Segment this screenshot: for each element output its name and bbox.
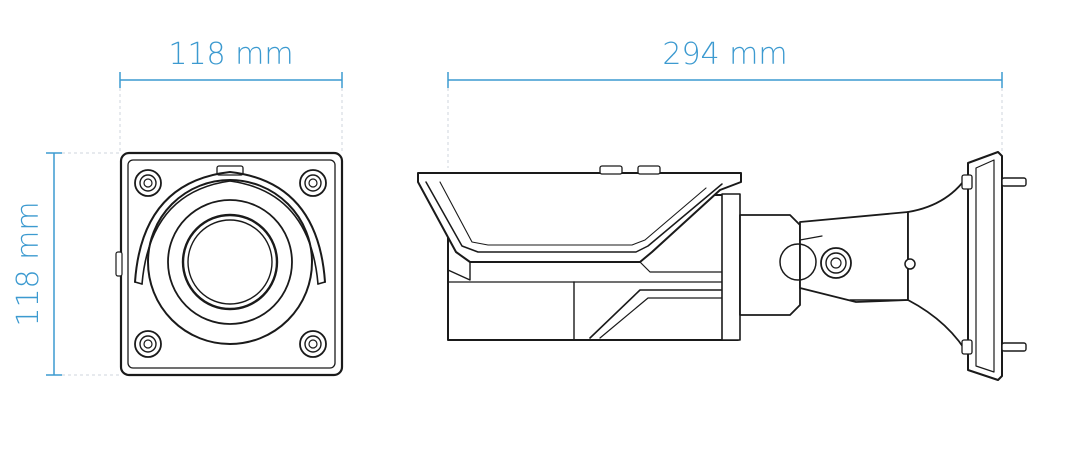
mount-joint <box>779 211 909 303</box>
extension-lines <box>62 88 1003 376</box>
screw-icon <box>134 330 162 358</box>
dimension-lines: 118 mm 294 mm 118 mm <box>11 37 1003 376</box>
side-length-label: 294 mm <box>662 37 787 72</box>
screw-icon <box>299 330 327 358</box>
side-sunshield <box>417 172 742 263</box>
front-height-label: 118 mm <box>11 201 46 326</box>
corner-screws <box>134 169 327 358</box>
screw-icon <box>134 169 162 197</box>
camera-front-view <box>115 151 344 377</box>
camera-side-view <box>417 151 1027 381</box>
screw-icon <box>299 169 327 197</box>
lens-assembly <box>147 179 313 345</box>
side-length-dimension <box>447 72 1003 88</box>
front-width-label: 118 mm <box>168 37 293 72</box>
front-housing-outer <box>119 151 344 377</box>
wall-plate <box>967 151 1003 381</box>
front-housing-inner <box>127 159 336 369</box>
front-height-dimension <box>46 152 62 376</box>
front-width-dimension <box>119 72 343 88</box>
wall-bolts <box>961 174 1027 355</box>
mount-arm <box>907 171 971 359</box>
